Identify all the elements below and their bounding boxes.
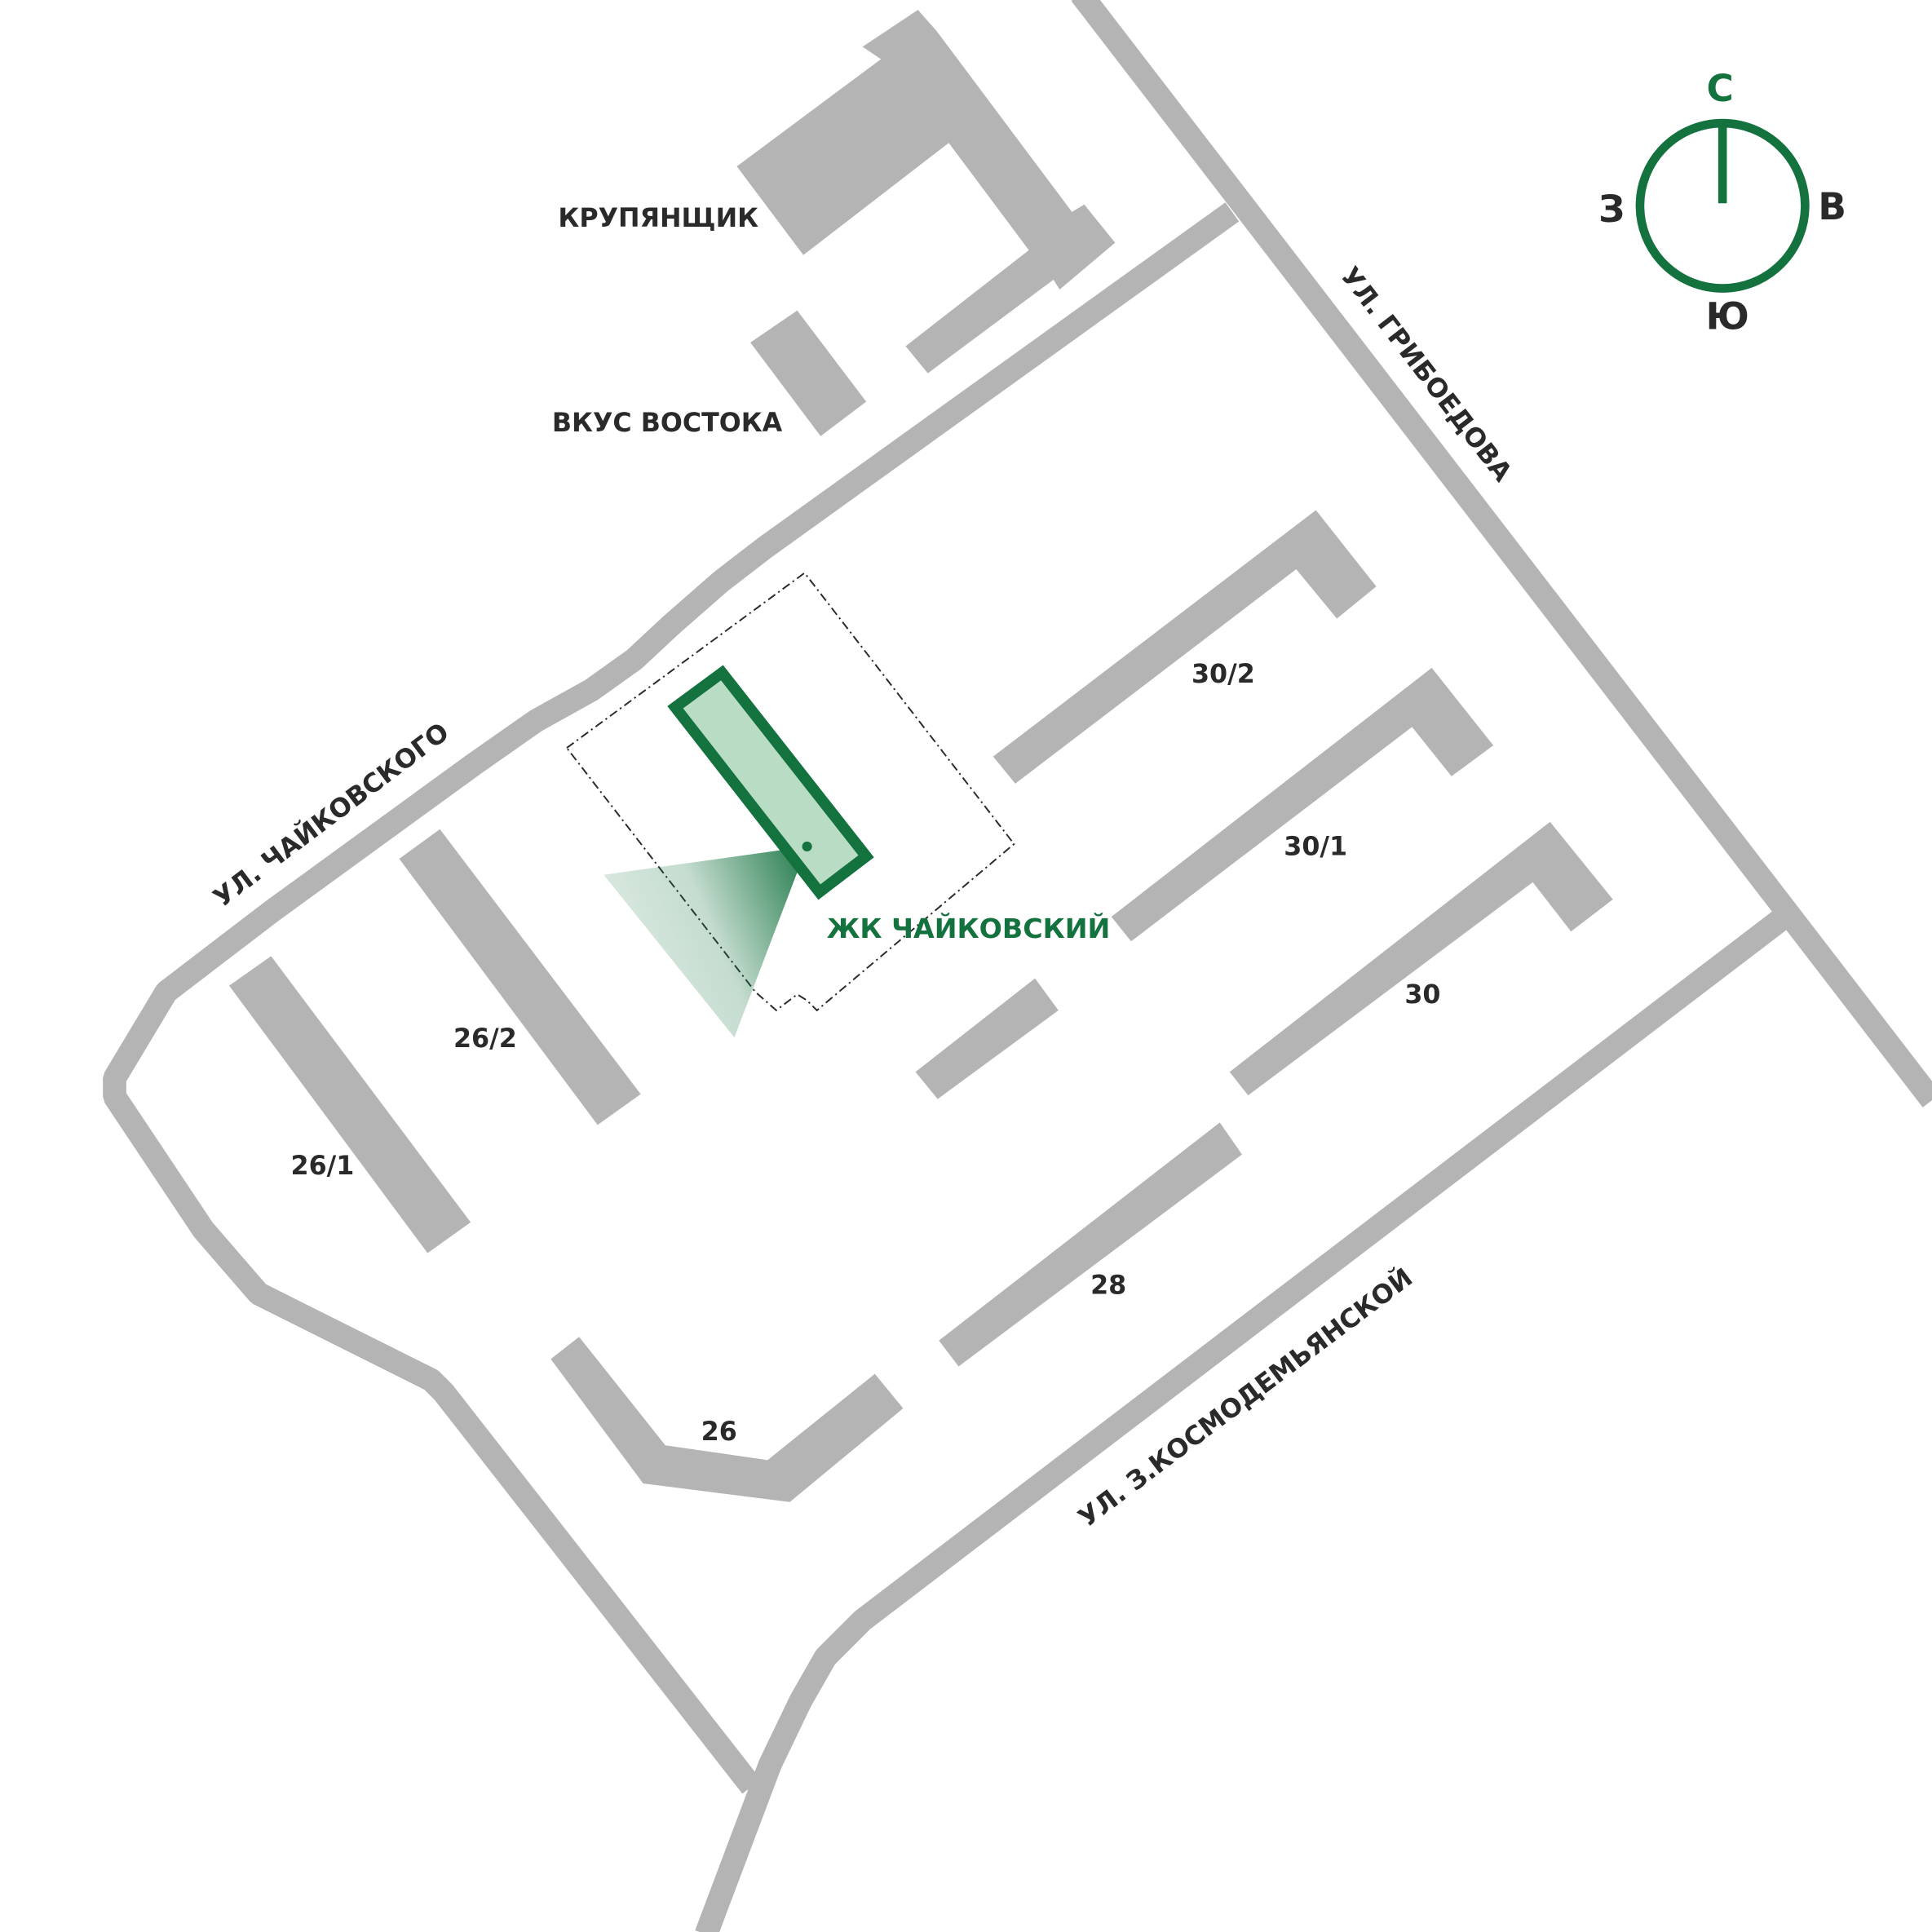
building-26-2 [399,829,641,1125]
building-30 [1229,821,1613,1096]
road-kosmodemyanskoy [695,909,1790,1932]
site-boundary [565,572,1015,1012]
road-chaikovskogo [103,202,1240,1794]
building-krupyanshchik [736,10,1116,374]
road-griboedova [1071,0,1932,1107]
compass-east: В [1818,185,1846,228]
label-26-2: 26/2 [453,1024,517,1054]
label-30-1: 30/1 [1284,833,1347,862]
label-vkus-vostoka: ВКУС ВОСТОКА [552,409,783,438]
building-26-1 [229,956,471,1253]
project-building[interactable] [667,665,874,900]
label-26: 26 [701,1417,737,1447]
viewpoint-dot [802,841,812,851]
label-30-2: 30/2 [1191,660,1255,689]
compass-north: С [1707,67,1734,110]
building-30-2 [993,510,1377,784]
compass-west: З [1598,188,1625,231]
compass: С З В Ю [1598,67,1846,338]
building-30-1 [1111,667,1494,942]
building-28 [939,1122,1242,1367]
building-vkus-vostoka [750,310,867,436]
building-26 [550,1337,904,1502]
label-26-1: 26/1 [291,1152,355,1181]
building-small [915,978,1059,1099]
street-kosmodemyanskoy: УЛ. З.КОСМОДЕМЬЯНСКОЙ [1072,1262,1418,1533]
label-30: 30 [1404,980,1440,1010]
label-krupyanshchik: КРУПЯНЩИК [558,204,758,233]
label-28: 28 [1090,1271,1126,1300]
compass-south: Ю [1706,294,1749,338]
project-label: ЖК ЧАЙКОВСКИЙ [827,912,1111,944]
view-cone [603,846,807,1038]
